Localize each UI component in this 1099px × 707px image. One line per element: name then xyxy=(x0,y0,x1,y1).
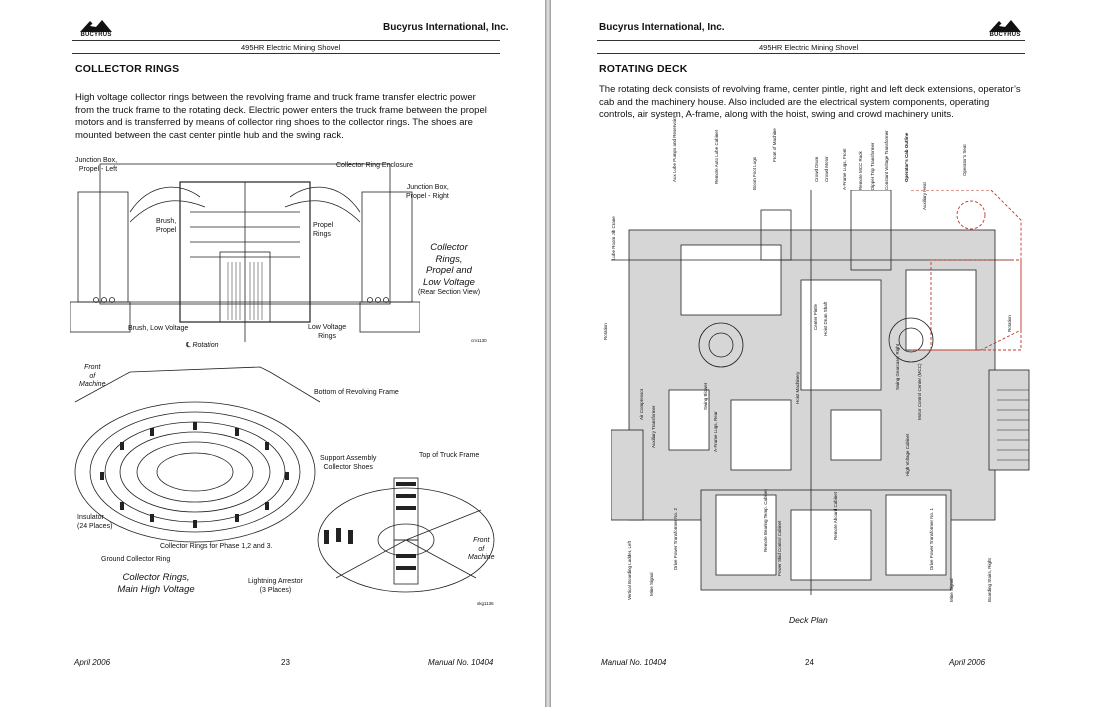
auxiliary-transformer-label: Auxiliary Transformer xyxy=(651,405,656,448)
footer-manual: Manual No. 10404 xyxy=(428,658,494,667)
rotation-label: ℄ Rotation xyxy=(186,342,219,349)
deck-plan-drawing xyxy=(611,190,1030,595)
right-page: Bucyrus International, Inc. BUCYRUS 495H… xyxy=(551,0,1099,707)
mine-signal-right-label: Mine Signal xyxy=(949,578,954,602)
hoist-drum-shaft-label: Hoist Drum Shaft xyxy=(823,301,828,336)
figure2-id: skg1136 xyxy=(477,601,494,606)
company-name: Bucyrus International, Inc. xyxy=(599,22,725,33)
header-rule xyxy=(597,40,1025,41)
front-of-machine-label: Front of Machine xyxy=(772,128,777,162)
figure1-caption: Collector Rings, Propel and Low Voltage xyxy=(423,242,475,288)
document-subtitle: 495HR Electric Mining Shovel xyxy=(759,43,859,52)
bucyrus-logo-icon xyxy=(80,20,112,32)
remote-aboard-cabinet-label: Remote Aboard Cabinet xyxy=(833,491,838,540)
header-rule xyxy=(72,53,500,54)
rotation-left-label: Rotation xyxy=(603,323,608,340)
drive-power-transformer-1-label: Drive Power Transformer No. 1 xyxy=(929,507,934,570)
page-number: 24 xyxy=(805,658,814,667)
bucyrus-logo: BUCYRUS xyxy=(981,18,1029,40)
footer-date: April 2006 xyxy=(74,658,111,667)
footer-manual: Manual No. 10404 xyxy=(601,658,667,667)
auxiliary-heat-label: Auxiliary Heat xyxy=(922,182,927,210)
collector-ring-enclosure-label: Collector Ring Enclosure xyxy=(336,162,414,169)
document-subtitle: 495HR Electric Mining Shovel xyxy=(241,43,341,52)
center-pintle-label: Center Pintle xyxy=(813,303,818,330)
dipper-trip-transformer-label: Dipper Trip Transformer xyxy=(870,142,875,190)
lube-room-jib-crane-label: Lube Room Jib Crane xyxy=(611,216,616,260)
high-voltage-cabinet-label: High Voltage Cabinet xyxy=(905,433,910,476)
power-skid-control-label: Power Skid Control Cabinet xyxy=(777,520,782,576)
support-assembly-label: Support Assembly Collector Shoes xyxy=(320,455,377,471)
page-number: 23 xyxy=(281,658,290,667)
crowd-drum-label: Crowd Drum xyxy=(814,156,819,182)
a-frame-lugs-rear-label: A-Frame Lugs, Rear xyxy=(713,411,718,452)
crowd-motor-label: Crowd Motor xyxy=(824,156,829,182)
remote-auto-lube-label: Remote Auto Lube Cabinet xyxy=(714,129,719,184)
figure1-subcaption: (Rear Section View) xyxy=(417,289,481,296)
deck-top-labels: Aux Lube Pumps and Reservoirs Remote Aut… xyxy=(601,112,1011,210)
mine-signal-left-label: Mine Signal xyxy=(649,572,654,596)
logo-text: BUCYRUS xyxy=(989,32,1021,38)
front-of-machine-label: Front of Machine xyxy=(79,364,106,388)
centerline-icon: ℄ xyxy=(186,342,191,349)
brush-low-voltage-label: Brush, Low Voltage xyxy=(128,325,189,332)
constant-voltage-transformer-label: Constant Voltage Transformer xyxy=(884,130,889,190)
footer-date: April 2006 xyxy=(949,658,986,667)
hoist-machinery-label: Hoist Machinery xyxy=(795,371,800,404)
remote-bearing-temp-label: Remote Bearing Temp. Cabinet xyxy=(763,489,768,552)
header-rule xyxy=(597,53,1025,54)
ground-collector-ring-label: Ground Collector Ring xyxy=(101,556,171,563)
deck-plan-caption: Deck Plan xyxy=(789,615,828,625)
bottom-of-revolving-frame-label: Bottom of Revolving Frame xyxy=(314,389,399,396)
remote-mcc-rack-label: Remote MCC Rack xyxy=(858,151,863,190)
drive-power-transformer-2-label: Drive Power Transformer No. 2 xyxy=(673,507,678,570)
company-name: Bucyrus International, Inc. xyxy=(383,22,509,33)
brush-propel-label: Brush, Propel xyxy=(156,218,177,234)
boarding-stairs-right-label: Boarding Stairs, Right xyxy=(987,558,992,602)
section-title: ROTATING DECK xyxy=(599,63,688,75)
aux-lube-pumps-label: Aux Lube Pumps and Reservoirs xyxy=(672,116,677,182)
bucyrus-logo: BUCYRUS xyxy=(72,18,120,40)
insulator-label: Insulator (24 Places) xyxy=(77,514,113,530)
air-compressor-label: Air Compressor xyxy=(639,388,644,420)
lightning-arrestor-label: Lightning Arrestor (3 Places) xyxy=(248,578,303,594)
operators-cab-outline-label: Operator’s Cab Outline xyxy=(904,132,909,182)
junction-box-right-label: Junction Box, Propel - Right xyxy=(406,184,449,200)
propel-rings-label: Propel Rings xyxy=(313,222,334,238)
collector-rings-rear-section-drawing xyxy=(70,163,420,342)
rotation-right-label: Rotation xyxy=(1007,315,1012,332)
top-of-truck-frame-label: Top of Truck Frame xyxy=(419,452,480,459)
bucyrus-logo-icon xyxy=(989,20,1021,32)
body-paragraph: The rotating deck consists of revolving … xyxy=(599,84,1021,120)
left-page: BUCYRUS Bucyrus International, Inc. 495H… xyxy=(0,0,545,707)
revolving-frame-bottom-drawing xyxy=(74,366,321,543)
figure2-caption: Collector Rings, Main High Voltage xyxy=(117,572,195,595)
vertical-boarding-ladder-label: Vertical Boarding Ladder, Left xyxy=(627,540,632,600)
page-gutter xyxy=(545,0,551,707)
truck-frame-top-drawing xyxy=(317,477,495,593)
boom-foot-lugs-label: Boom Foot Lugs xyxy=(752,156,757,190)
swing-blower-label: Swing Blower xyxy=(703,382,708,410)
logo-text: BUCYRUS xyxy=(80,32,112,38)
a-frame-lugs-front-label: A-Frame Lugs, Front xyxy=(842,148,847,190)
operators-seat-label: Operator’s Seat xyxy=(962,144,967,176)
swing-gearcase-right-label: Swing Gearcase, Right xyxy=(895,343,900,390)
header-rule xyxy=(72,40,500,41)
low-voltage-rings-label: Low Voltage Rings xyxy=(308,324,347,340)
junction-box-left-label: Junction Box, Propel - Left xyxy=(75,157,118,173)
motor-control-center-label: Motor Control Center (MCC) xyxy=(917,363,922,420)
body-paragraph: High voltage collector rings between the… xyxy=(75,92,487,141)
collector-rings-phase-label: Collector Rings for Phase 1,2 and 3. xyxy=(160,543,273,550)
figure1-id: cm1130 xyxy=(471,338,487,343)
section-title: COLLECTOR RINGS xyxy=(75,63,180,75)
front-of-machine-label-2: Front of Machine xyxy=(468,537,495,561)
